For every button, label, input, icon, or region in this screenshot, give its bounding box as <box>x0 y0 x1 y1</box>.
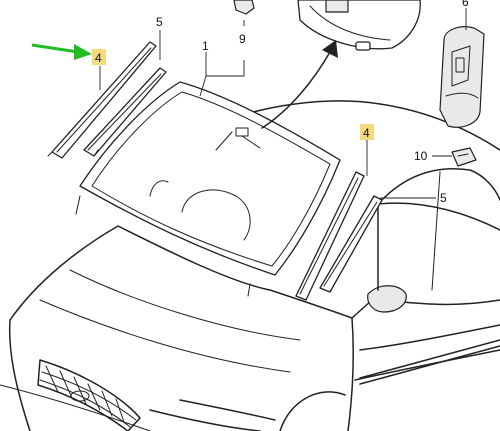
callout-4-left-highlight <box>92 49 106 65</box>
pointer-arrow <box>31 43 92 60</box>
fender-line <box>347 317 354 431</box>
side-mirror <box>367 285 407 313</box>
windscreen <box>75 81 341 297</box>
sensor-lines <box>215 131 261 151</box>
windscreen-glass <box>79 81 341 276</box>
callout-9: 9 <box>239 32 246 46</box>
car-body <box>0 100 500 431</box>
headlight <box>149 399 276 431</box>
b-pillar <box>431 171 441 291</box>
rear-view-mirror <box>297 0 421 51</box>
right-pillar-trim-5 <box>319 195 383 293</box>
sensor-cover <box>439 26 485 128</box>
wheel-arch <box>279 391 346 431</box>
door-handle-strip <box>359 339 500 385</box>
callout-4-right: 4 <box>363 126 370 140</box>
mirror-mount-piece <box>233 0 255 15</box>
windscreen-inner-edge <box>91 91 331 267</box>
leader-lines <box>99 8 467 199</box>
callout-4-left: 4 <box>95 51 102 65</box>
left-pillar-trim-4 <box>47 41 157 159</box>
fitment-arrow <box>261 51 331 129</box>
door-outline <box>351 299 500 381</box>
hood-crease-2 <box>39 299 291 373</box>
windscreen-pin-right <box>247 283 251 297</box>
roof-line <box>207 100 500 151</box>
fitment-arrow-head <box>322 40 338 58</box>
mirror-mount <box>325 0 349 13</box>
callout-10: 10 <box>414 149 428 163</box>
left-pillar-trim-5 <box>83 67 167 157</box>
callout-4-right-highlight <box>360 124 374 140</box>
callout-1: 1 <box>202 39 209 53</box>
front-bumper <box>8 319 31 431</box>
side-window <box>377 168 500 291</box>
right-pillar-trim-4 <box>295 171 365 301</box>
windscreen-pin-left <box>75 195 81 215</box>
mirror-tab <box>355 41 371 51</box>
callout-6: 6 <box>462 0 469 9</box>
bumper-line <box>0 384 151 431</box>
clip-part <box>451 147 477 167</box>
callouts: 4 4 5 1 9 6 10 5 <box>92 0 469 205</box>
callout-5-right: 5 <box>440 191 447 205</box>
interior-seat <box>181 189 251 241</box>
hood-crease <box>69 269 301 341</box>
hood-outline <box>9 225 353 321</box>
interior-headrest <box>149 180 169 197</box>
emblem <box>70 390 90 402</box>
callout-5-top: 5 <box>156 15 163 29</box>
